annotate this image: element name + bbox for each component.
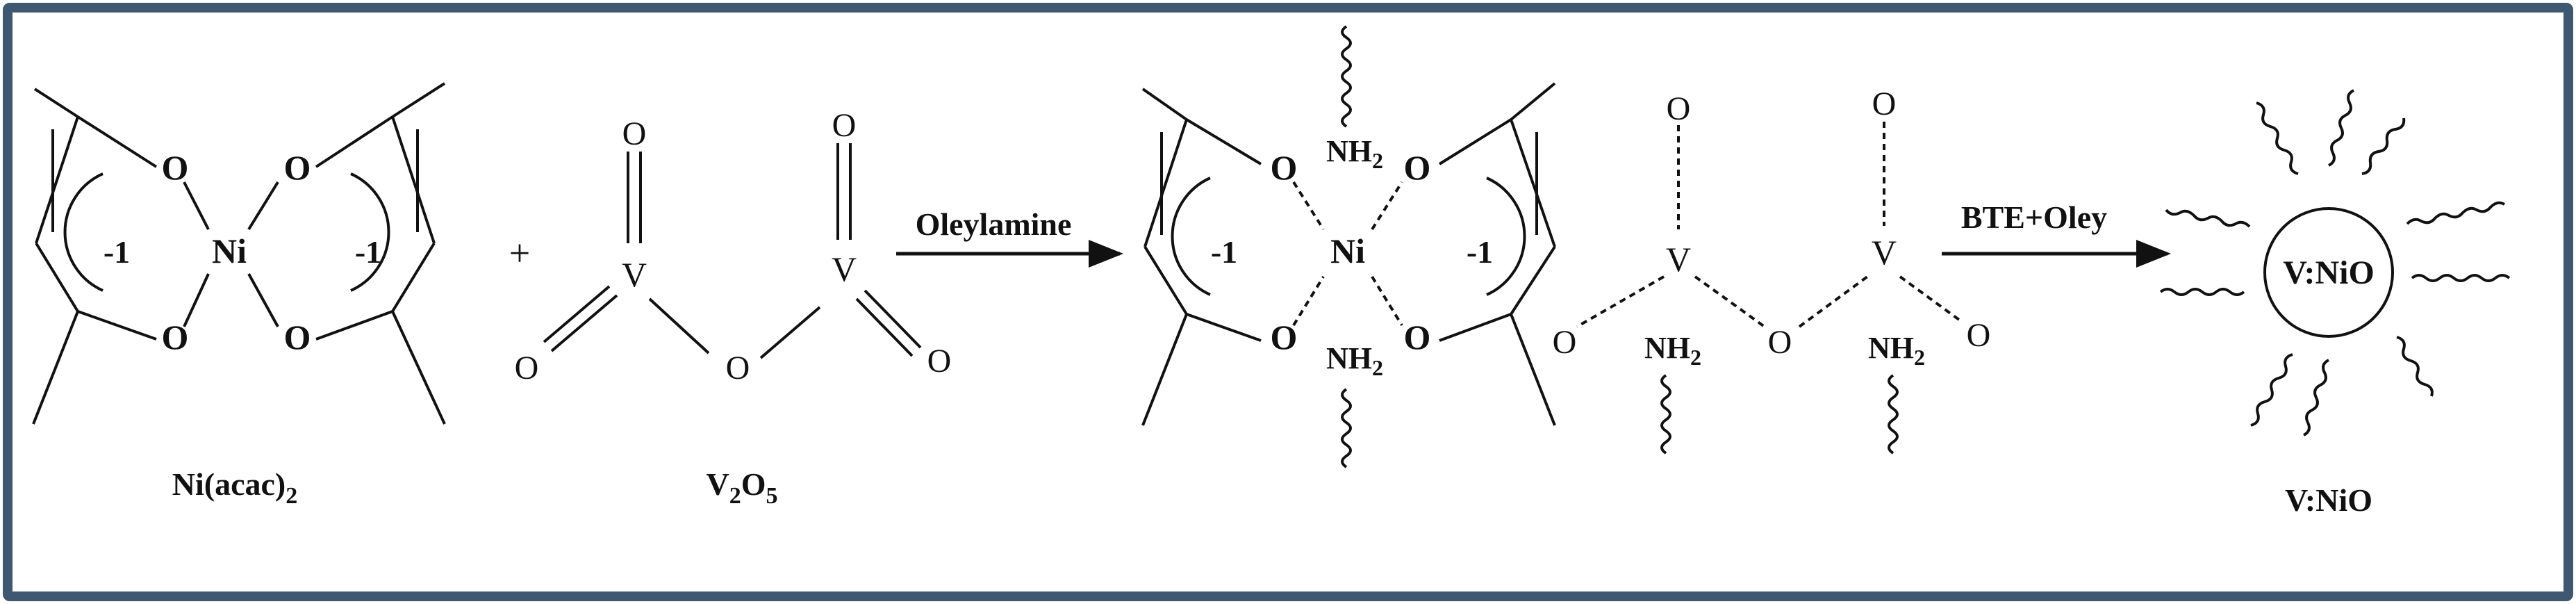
product-nanoparticle	[2159, 89, 2511, 436]
v2o5-oxygen-bottom-right: O	[927, 343, 952, 379]
ni-acac-oxygen-bottom-left: O	[162, 318, 189, 357]
v2o5-oxygen-top-right: O	[832, 107, 857, 144]
intermediate-v-amine-right: NH2	[1868, 331, 1925, 370]
ni-acac-metal-center: Ni	[212, 231, 247, 270]
intermediate-v-oxygen-far-left: O	[1553, 324, 1577, 361]
v2o5-formula-label: V2O5	[706, 466, 777, 509]
v2o5-oxygen-bridge: O	[726, 350, 750, 386]
intermediate-oxygen-top-right: O	[1404, 148, 1431, 187]
plus-sign: +	[509, 232, 530, 274]
intermediate-v-oxygen-bridge: O	[1768, 324, 1792, 361]
ni-acac-oxygen-top-right: O	[284, 148, 311, 187]
intermediate-vanadium-right: V	[1872, 233, 1897, 272]
intermediate-charge-right: -1	[1467, 234, 1493, 270]
intermediate-vanadium-left: V	[1666, 240, 1691, 279]
intermediate-oxygen-bottom-right: O	[1404, 318, 1431, 357]
intermediate-v-oxygen-top-right: O	[1872, 85, 1897, 122]
ni-acac-charge-right: -1	[355, 234, 381, 270]
v2o5-oxygen-top-left: O	[622, 115, 647, 152]
ni-acac-name-label: Ni(acac)2	[172, 466, 297, 509]
intermediate-oxygen-bottom-left: O	[1271, 318, 1298, 357]
intermediate-v-oxygen-far-right: O	[1967, 317, 1991, 354]
intermediate-nickel-center: Ni	[1330, 231, 1365, 270]
intermediate-dashed-bonds	[1292, 181, 1403, 327]
nanoparticle-inner-label: V:NiO	[2283, 254, 2375, 291]
intermediate-amine-bottom: NH2	[1326, 341, 1383, 380]
intermediate-v-oxygen-top-left: O	[1667, 90, 1691, 127]
reagent-bte-oley-label: BTE+Oley	[1961, 199, 2107, 235]
ni-acac-oxygen-bottom-right: O	[284, 318, 311, 357]
nanoparticle-circle	[2263, 207, 2394, 338]
product-name-label: V:NiO	[2285, 482, 2372, 518]
reagent-oleylamine-label: Oleylamine	[916, 206, 1072, 242]
ni-acac-charge-left: -1	[104, 234, 130, 270]
intermediate-vanadium-chains	[1660, 374, 1899, 455]
nickel-acac-structure	[32, 82, 446, 425]
intermediate-oxygen-top-left: O	[1271, 148, 1298, 187]
frame-border	[3, 3, 2573, 601]
v2o5-vanadium-left: V	[622, 255, 647, 294]
intermediate-v-amine-left: NH2	[1644, 331, 1701, 370]
intermediate-charge-left: -1	[1211, 234, 1237, 270]
intermediate-amine-top: NH2	[1326, 134, 1383, 173]
intermediate-vanadium-dashed-bonds	[1576, 122, 1960, 328]
v2o5-vanadium-right: V	[832, 250, 857, 288]
vanadium-oxide-structure	[543, 143, 922, 359]
v2o5-oxygen-bottom-left: O	[515, 350, 539, 386]
intermediate-nickel-complex	[1141, 25, 1556, 468]
ni-acac-oxygen-top-left: O	[162, 148, 189, 187]
